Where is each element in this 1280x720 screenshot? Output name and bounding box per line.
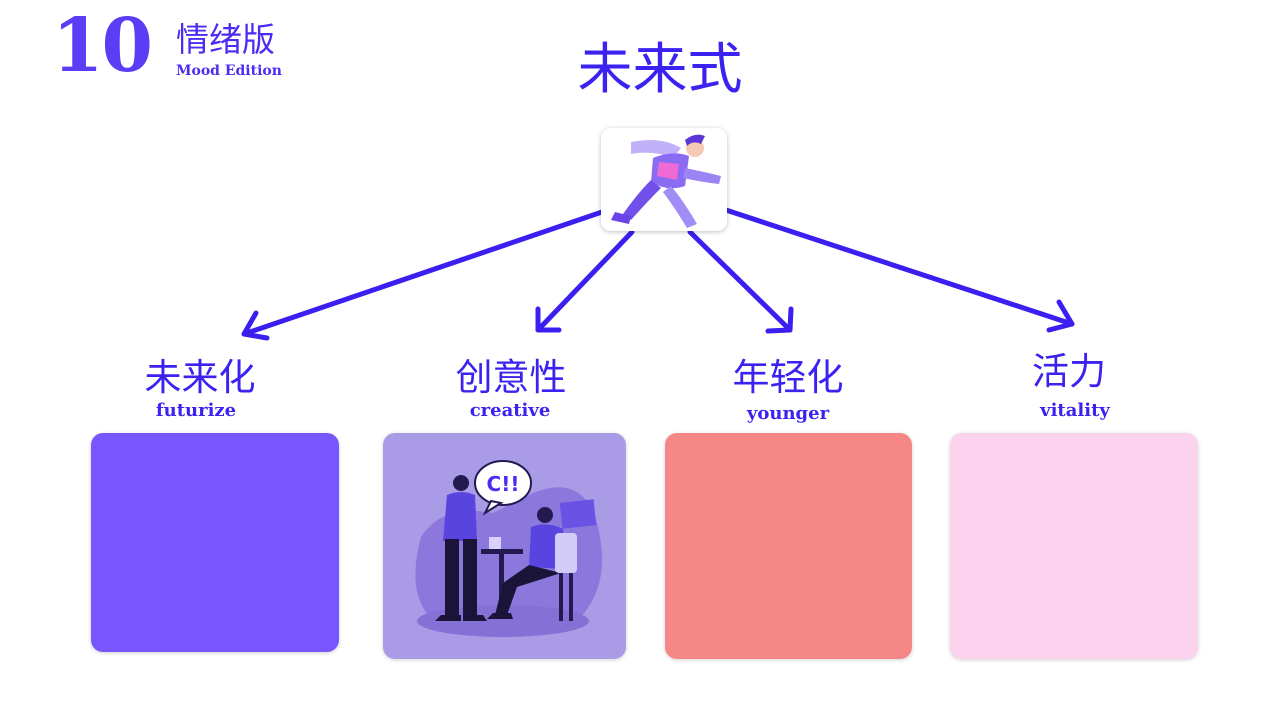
category-vitality-en: vitality (1040, 400, 1110, 421)
svg-text:C!!: C!! (487, 472, 520, 496)
section-title-zh: 情绪版 (176, 20, 275, 59)
category-younger-en: younger (746, 403, 830, 424)
category-younger-zh: 年轻化 (732, 356, 844, 399)
running-figure-icon (601, 128, 727, 231)
category-creative-zh: 创意性 (455, 356, 567, 399)
section-title-en: Mood Edition (176, 63, 282, 79)
swatch-vitality (950, 433, 1198, 659)
center-illustration-card (601, 128, 727, 231)
category-futurize-zh: 未来化 (144, 356, 256, 399)
swatch-creative: C!! (383, 433, 626, 659)
category-futurize-en: futurize (155, 400, 237, 421)
main-title: 未来式 (577, 37, 743, 101)
category-vitality-zh: 活力 (1032, 350, 1106, 393)
section-number: 10 (52, 3, 153, 89)
conversation-illustration: C!! (415, 460, 603, 637)
arrow-to-younger (687, 229, 794, 334)
arrow-to-futurize (241, 209, 605, 341)
category-creative-en: creative (469, 400, 551, 421)
arrow-to-vitality (723, 207, 1075, 333)
swatch-futurize (91, 433, 339, 652)
swatch-younger (665, 433, 912, 659)
arrow-to-creative (535, 229, 635, 333)
